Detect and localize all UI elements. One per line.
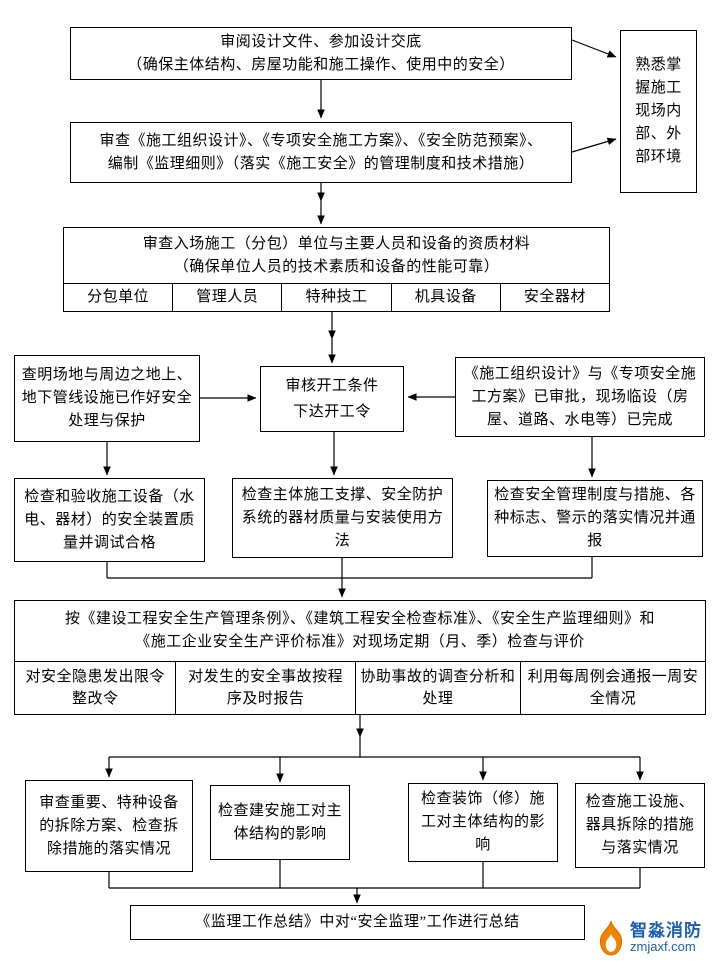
arrow-design-to-familiarize — [571, 39, 617, 58]
arrow-plans-to-familiarize — [571, 137, 617, 153]
node-text: 审查入场施工（分包）单位与主要人员和设备的资质材料 — [142, 235, 531, 252]
node-text: 查明场地与周边之地上、地下管线设施已作好安全处理与保护 — [21, 367, 193, 429]
node-periodic-inspection: 按《建设工程安全生产管理条例》、《建筑工程安全检查标准》、《安全生产监理细则》和… — [14, 600, 706, 715]
cell-safety-gear: 安全器材 — [499, 284, 609, 311]
cell-weekly-briefing: 利用每周例会通报一周安全情况 — [519, 662, 705, 714]
node-check-construction-impact: 检查建安施工对主体结构的影响 — [210, 785, 350, 860]
node-text: 《施工组织设计》与《专项安全施工方案》已审批，现场临设（房屋、道路、水电等）已完… — [463, 365, 697, 428]
node-text: 《监理工作总结》中对“安全监理”工作进行总结 — [195, 914, 520, 930]
node-text: 《施工企业安全生产评价标准》对现场定期（月、季）检查与评价 — [135, 634, 585, 650]
node-text: 检查建安施工对主体结构的影响 — [217, 802, 342, 842]
flow-arrows — [103, 39, 644, 904]
node-text: 熟悉掌握施工现场内部、外部环境 — [635, 57, 682, 165]
node-check-facility-removal: 检查施工设施、器具拆除的措施与落实情况 — [575, 783, 705, 868]
node-text: 检查和验收施工设备（水电、器材）的安全装置质量并调试合格 — [24, 488, 195, 551]
node-text: 审查《施工组织设计》、《专项安全施工方案》、《安全防范预案》、 — [99, 132, 543, 149]
cell-rectification-order: 对安全隐患发出限令整改令 — [25, 669, 165, 707]
node-check-decoration-impact: 检查装饰（修）施工对主体结构的影响 — [408, 783, 558, 862]
node-review-design: 审阅设计文件、参加设计交底 （确保主体结构、房屋功能和施工操作、使用中的安全） — [70, 27, 572, 80]
node-approve-commencement: 审核开工条件 下达开工令 — [260, 366, 404, 432]
cell-managers: 管理人员 — [172, 284, 281, 311]
node-text: 按《建设工程安全生产管理条例》、《建筑工程安全检查标准》、《安全生产监理细则》和 — [64, 611, 655, 627]
node-text: 审阅设计文件、参加设计交底 — [220, 33, 422, 50]
qualification-categories-row: 分包单位 管理人员 特种技工 机具设备 安全器材 — [64, 283, 609, 311]
cell-accident-report: 对发生的安全事故按程序及时报告 — [175, 662, 354, 714]
node-text: 检查装饰（修）施工对主体结构的影响 — [420, 791, 545, 853]
node-header: 审查入场施工（分包）单位与主要人员和设备的资质材料 （确保单位人员的技术素质和设… — [64, 228, 609, 283]
inspection-actions-row: 对安全隐患发出限令整改令 对发生的安全事故按程序及时报告 协助事故的调查分析和处… — [15, 661, 705, 714]
node-text: 审核开工条件 — [285, 378, 379, 394]
brand-name: 智淼消防 — [630, 920, 702, 940]
node-header: 按《建设工程安全生产管理条例》、《建筑工程安全检查标准》、《安全生产监理细则》和… — [15, 601, 705, 661]
node-text: 审查重要、特种设备的拆除方案、检查拆除措施的落实情况 — [39, 794, 179, 857]
node-text: 检查主体施工支撑、安全防护系统的器材质量与安装使用方法 — [241, 486, 444, 549]
node-text: 编制《监理细则》（落实《施工安全》的管理制度和技术措施） — [107, 155, 535, 172]
node-text: （确保单位人员的技术素质和设备的性能可靠） — [173, 258, 500, 275]
watermark-logo: 智淼消防 zmjaxf.com — [596, 914, 714, 962]
watermark-text: 智淼消防 zmjaxf.com — [630, 921, 702, 955]
flame-icon — [599, 920, 623, 956]
node-check-support-systems: 检查主体施工支撑、安全防护系统的器材质量与安装使用方法 — [232, 478, 453, 558]
brand-domain: zmjaxf.com — [630, 939, 696, 955]
cell-machinery: 机具设备 — [390, 284, 500, 311]
node-text: 检查安全管理制度与措施、各种标志、警示的落实情况并通报 — [494, 487, 696, 549]
node-text: 检查施工设施、器具拆除的措施与落实情况 — [585, 794, 695, 856]
node-review-demolition: 审查重要、特种设备的拆除方案、检查拆除措施的落实情况 — [25, 780, 193, 872]
node-plans-approved: 《施工组织设计》与《专项安全施工方案》已审批，现场临设（房屋、道路、水电等）已完… — [455, 357, 705, 437]
node-text: 下达开工令 — [293, 404, 371, 420]
cell-subcontractor: 分包单位 — [87, 289, 150, 305]
node-familiarize-site: 熟悉掌握施工现场内部、外部环境 — [620, 30, 697, 193]
node-check-equipment: 检查和验收施工设备（水电、器材）的安全装置质量并调试合格 — [14, 478, 205, 562]
node-supervision-summary: 《监理工作总结》中对“安全监理”工作进行总结 — [130, 905, 585, 940]
node-review-plans: 审查《施工组织设计》、《专项安全施工方案》、《安全防范预案》、 编制《监理细则》… — [70, 122, 572, 183]
node-check-safety-management: 检查安全管理制度与措施、各种标志、警示的落实情况并通报 — [487, 480, 703, 557]
node-text: （确保主体结构、房屋功能和施工操作、使用中的安全） — [127, 56, 515, 73]
cell-accident-investigation: 协助事故的调查分析和处理 — [354, 662, 520, 714]
cell-skilled-workers: 特种技工 — [281, 284, 390, 311]
node-verify-site-utilities: 查明场地与周边之地上、地下管线设施已作好安全处理与保护 — [14, 355, 200, 442]
node-review-qualifications: 审查入场施工（分包）单位与主要人员和设备的资质材料 （确保单位人员的技术素质和设… — [63, 227, 610, 312]
